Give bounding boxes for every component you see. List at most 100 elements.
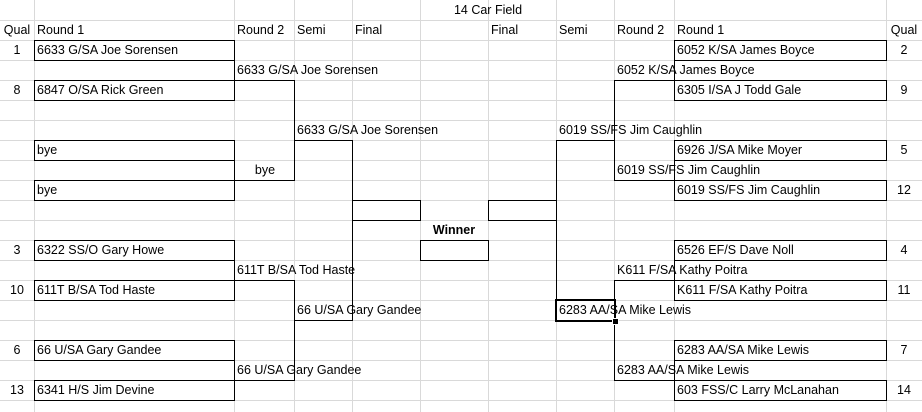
seed-number-left <box>0 181 34 200</box>
seed-number-left: 8 <box>13 83 21 97</box>
connector-left <box>234 280 295 281</box>
grid-column-line <box>294 0 295 412</box>
connector-right <box>674 340 675 401</box>
winner-name <box>423 241 487 260</box>
connector-right <box>674 140 675 201</box>
semi-left-name: 6633 G/SA Joe Sorensen <box>297 123 439 137</box>
connector-left <box>234 180 295 181</box>
semi-left-name: 66 U/SA Gary Gandee <box>297 303 422 317</box>
round2-left-name: 66 U/SA Gary Gandee <box>237 363 362 377</box>
seed-number-left: 1 <box>13 43 21 57</box>
final-left-slot[interactable] <box>352 200 421 221</box>
connector-right <box>614 180 675 181</box>
connector-right <box>674 40 675 101</box>
grid-row-line <box>0 100 922 101</box>
entrant-name-left: bye <box>37 183 58 197</box>
seed-number-right: 7 <box>900 343 908 357</box>
seed-number-left: 10 <box>10 283 24 297</box>
fill-handle[interactable] <box>612 318 619 325</box>
grid-row-line <box>0 120 922 121</box>
grid-row-line <box>0 280 922 281</box>
seed-number-right: 12 <box>897 183 911 197</box>
winner-slot[interactable] <box>420 240 489 261</box>
entrant-name-left: 6633 G/SA Joe Sorensen <box>37 43 179 57</box>
grid-column-line <box>34 0 35 412</box>
round2-left-name: 6633 G/SA Joe Sorensen <box>237 63 379 77</box>
entrant-name-left: 66 U/SA Gary Gandee <box>37 343 162 357</box>
header-round2-left: Round 2 <box>237 23 285 37</box>
header-round2-right: Round 2 <box>617 23 665 37</box>
connector-left <box>294 320 353 321</box>
entrant-name-left: 611T B/SA Tod Haste <box>37 283 156 297</box>
connector-left <box>294 140 353 141</box>
header-final-left: Final <box>355 23 383 37</box>
seed-number-left: 3 <box>13 243 21 257</box>
grid-row-line <box>0 300 922 301</box>
seed-number-left: 13 <box>10 383 24 397</box>
connector-right <box>614 280 675 281</box>
header-round1-left: Round 1 <box>37 23 85 37</box>
connector-right <box>674 240 675 301</box>
header-round1-right: Round 1 <box>677 23 725 37</box>
grid-row-line <box>0 140 922 141</box>
seed-number-right: 11 <box>897 283 911 297</box>
connector-left <box>352 140 353 321</box>
entrant-name-right: 6305 I/SA J Todd Gale <box>677 83 802 97</box>
connector-right <box>556 140 557 321</box>
final-right-name <box>491 201 555 220</box>
active-cell-selection[interactable] <box>555 299 616 322</box>
seed-number-right: 5 <box>900 143 908 157</box>
grid-row-line <box>0 80 922 81</box>
grid-row-line <box>0 180 922 181</box>
grid-row-line <box>0 340 922 341</box>
connector-left <box>234 40 235 101</box>
grid-column-line <box>614 0 615 412</box>
header-semi-right: Semi <box>559 23 588 37</box>
round2-right-name: 6019 SS/FS Jim Caughlin <box>617 163 761 177</box>
connector-left <box>234 380 295 381</box>
final-right-slot[interactable] <box>488 200 557 221</box>
seed-number-right: 4 <box>900 243 908 257</box>
connector-left <box>234 340 235 401</box>
entrant-name-right: K611 F/SA Kathy Poitra <box>677 283 808 297</box>
entrant-name-left: bye <box>37 143 58 157</box>
round2-left-name: 611T B/SA Tod Haste <box>237 263 356 277</box>
seed-number-left: 6 <box>13 343 21 357</box>
grid-row-line <box>0 60 922 61</box>
connector-right <box>614 280 615 381</box>
entrant-name-right: 603 FSS/C Larry McLanahan <box>677 383 839 397</box>
grid-row-line <box>0 380 922 381</box>
connector-right <box>614 380 675 381</box>
seed-number-right: 2 <box>900 43 908 57</box>
entrant-name-right: 6019 SS/FS Jim Caughlin <box>677 183 821 197</box>
connector-right <box>556 140 615 141</box>
grid-row-line <box>0 20 922 21</box>
round2-left-name: bye <box>254 163 276 177</box>
grid-column-line <box>234 0 235 412</box>
grid-row-line <box>0 320 922 321</box>
semi-right-name: 6283 AA/SA Mike Lewis <box>559 303 692 317</box>
connector-left <box>294 80 295 181</box>
seed-number-right: 9 <box>900 83 908 97</box>
grid-column-line <box>674 0 675 412</box>
connector-right <box>614 80 615 181</box>
semi-right-name: 6019 SS/FS Jim Caughlin <box>559 123 703 137</box>
round2-right-name: 6052 K/SA James Boyce <box>617 63 755 77</box>
entrant-name-right: 6052 K/SA James Boyce <box>677 43 815 57</box>
entrant-name-right: 6926 J/SA Mike Moyer <box>677 143 803 157</box>
grid-row-line <box>0 220 922 221</box>
entrant-name-left: 6341 H/S Jim Devine <box>37 383 155 397</box>
winner-label: Winner <box>432 223 476 237</box>
round2-right-name: K611 F/SA Kathy Poitra <box>617 263 748 277</box>
grid-row-line <box>0 200 922 201</box>
entrant-name-left: 6847 O/SA Rick Green <box>37 83 164 97</box>
connector-left <box>234 140 235 201</box>
entrant-name-right: 6283 AA/SA Mike Lewis <box>677 343 810 357</box>
bracket-title: 14 Car Field <box>453 3 523 17</box>
grid-row-line <box>0 160 922 161</box>
connector-right <box>614 80 675 81</box>
seed-number-right: 14 <box>897 383 911 397</box>
entrant-name-right: 6526 EF/S Dave Noll <box>677 243 794 257</box>
final-left-name <box>355 201 419 220</box>
